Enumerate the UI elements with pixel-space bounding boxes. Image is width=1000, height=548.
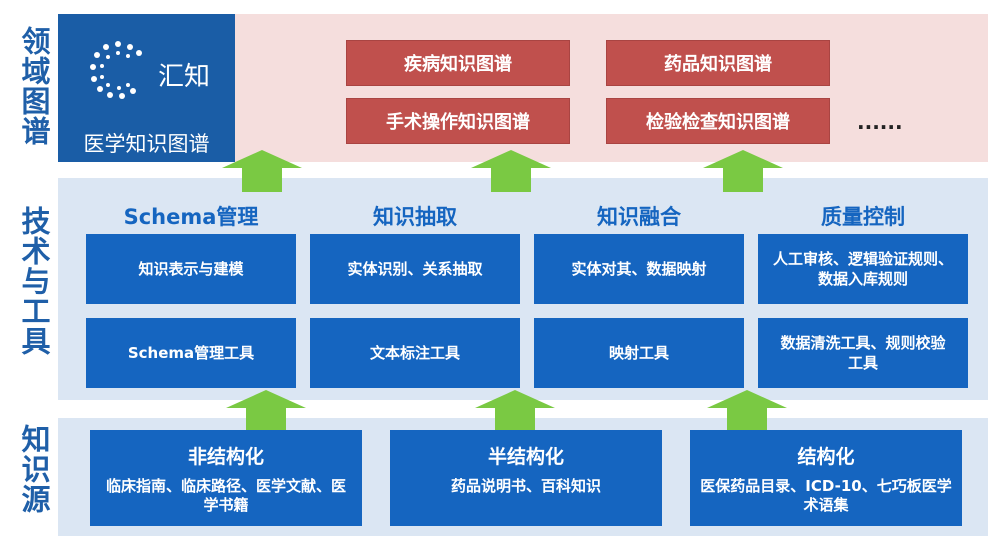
up-arrow-icon [222, 150, 302, 192]
unstructured-source-box: 非结构化 临床指南、临床路径、医学文献、医学书籍 [90, 430, 362, 526]
domain-graph-label: 领域图谱 [17, 26, 51, 146]
quality-control-heading: 质量控制 [821, 205, 905, 229]
schema-management-heading: Schema管理 [123, 205, 259, 229]
drug-knowledge-graph: 药品知识图谱 [606, 40, 830, 86]
knowledge-fusion-heading: 知识融合 [597, 205, 681, 229]
text-annotation-tool-box: 文本标注工具 [310, 318, 520, 388]
up-arrow-icon [475, 390, 555, 432]
structured-body: 医保药品目录、ICD-10、七巧板医学术语集 [700, 477, 952, 514]
schema-tool-box: Schema管理工具 [86, 318, 296, 388]
knowledge-extraction-heading: 知识抽取 [373, 205, 457, 229]
entity-relation-extraction-box: 实体识别、关系抽取 [310, 234, 520, 304]
more-ellipsis: ...... [857, 110, 903, 134]
entity-alignment-box: 实体对其、数据映射 [534, 234, 744, 304]
brand-name: 汇知 [158, 62, 211, 92]
lab-exam-knowledge-graph: 检验检查知识图谱 [606, 98, 830, 144]
up-arrow-icon [703, 150, 783, 192]
structured-source-box: 结构化 医保药品目录、ICD-10、七巧板医学术语集 [690, 430, 962, 526]
manual-review-rules-box: 人工审核、逻辑验证规则、数据入库规则 [758, 234, 968, 304]
up-arrow-icon [226, 390, 306, 432]
logo-tile: 汇知 医学知识图谱 [58, 14, 235, 162]
logo-subtitle: 医学知识图谱 [83, 132, 210, 156]
up-arrow-icon [707, 390, 787, 432]
brand-logo-icon [90, 41, 142, 99]
tech-tools-label: 技术与工具 [17, 206, 51, 356]
semistructured-body: 药品说明书、百科知识 [450, 477, 601, 495]
unstructured-title: 非结构化 [187, 446, 264, 468]
up-arrow-icon [471, 150, 551, 192]
data-cleaning-tool-box: 数据清洗工具、规则校验工具 [758, 318, 968, 388]
unstructured-body: 临床指南、临床路径、医学文献、医学书籍 [105, 477, 346, 514]
mapping-tool-box: 映射工具 [534, 318, 744, 388]
disease-knowledge-graph: 疾病知识图谱 [346, 40, 570, 86]
semistructured-title: 半结构化 [487, 446, 564, 468]
semistructured-source-box: 半结构化 药品说明书、百科知识 [390, 430, 662, 526]
structured-title: 结构化 [797, 446, 855, 468]
knowledge-source-label: 知识源 [17, 424, 51, 514]
knowledge-representation-box: 知识表示与建模 [86, 234, 296, 304]
surgery-knowledge-graph: 手术操作知识图谱 [346, 98, 570, 144]
